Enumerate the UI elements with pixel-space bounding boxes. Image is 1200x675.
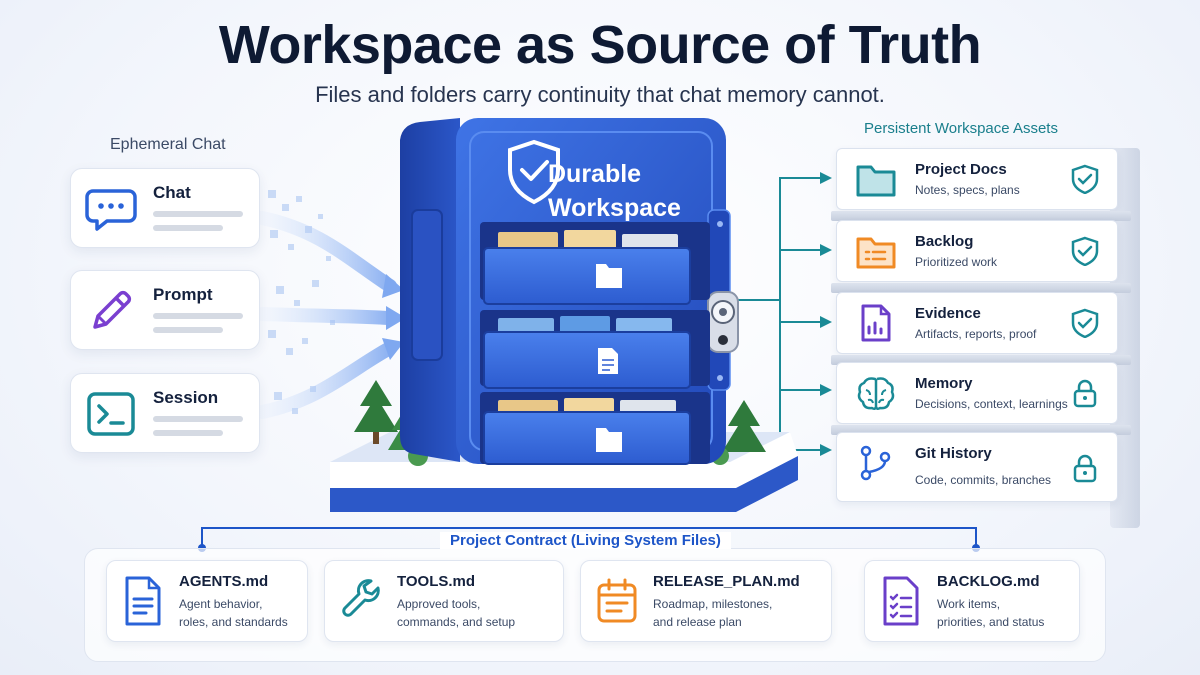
brain-icon	[857, 377, 895, 411]
asset-evidence: Evidence Artifacts, reports, proof	[831, 292, 1131, 365]
pencil-icon	[93, 290, 132, 329]
calendar-icon	[597, 578, 637, 623]
file-desc-line1: Approved tools,	[397, 597, 481, 611]
folder-icon	[856, 165, 896, 197]
asset-name: Project Docs	[915, 161, 1007, 178]
persistent-assets-heading: Persistent Workspace Assets	[864, 120, 1058, 137]
chat-label: Chat	[153, 183, 191, 202]
asset-name: Git History	[915, 445, 992, 462]
session-card: Session	[70, 373, 260, 453]
drawer-middle	[480, 310, 710, 389]
file-card-release-plan: RELEASE_PLAN.md Roadmap, milestones, and…	[580, 560, 832, 642]
lock-icon	[1073, 379, 1097, 408]
asset-name: Backlog	[915, 233, 974, 250]
lock-icon	[1073, 454, 1097, 483]
project-contract-heading: Project Contract (Living System Files)	[440, 532, 731, 549]
file-desc-line2: roles, and standards	[179, 615, 288, 629]
asset-desc: Artifacts, reports, proof	[915, 327, 1037, 341]
file-desc-line2: and release plan	[653, 615, 742, 629]
durable-workspace-vault	[330, 118, 798, 512]
chart-document-icon	[861, 304, 891, 342]
drawer-bottom	[480, 392, 710, 465]
session-label: Session	[153, 388, 219, 407]
file-name: RELEASE_PLAN.md	[653, 573, 800, 590]
file-name: BACKLOG.md	[937, 573, 1040, 590]
asset-desc: Prioritized work	[915, 255, 998, 269]
prompt-card: Prompt	[70, 270, 260, 350]
prompt-label: Prompt	[153, 285, 213, 304]
file-card-agents: AGENTS.md Agent behavior, roles, and sta…	[106, 560, 308, 642]
asset-desc: Notes, specs, plans	[915, 183, 1020, 197]
asset-memory: Memory Decisions, context, learnings	[831, 362, 1131, 435]
list-folder-icon	[856, 237, 896, 269]
asset-desc: Decisions, context, learnings	[915, 397, 1068, 411]
chat-card: Chat	[70, 168, 260, 248]
page-subtitle: Files and folders carry continuity that …	[315, 82, 885, 107]
asset-project-docs: Project Docs Notes, specs, plans	[831, 148, 1131, 221]
document-icon	[125, 576, 161, 626]
shield-check-icon	[1071, 236, 1099, 266]
file-name: TOOLS.md	[397, 573, 476, 590]
drawer-top	[480, 222, 710, 305]
asset-name: Evidence	[915, 305, 981, 322]
file-name: AGENTS.md	[179, 573, 269, 590]
file-desc-line2: commands, and setup	[397, 615, 516, 629]
vault-dial	[707, 291, 739, 353]
shield-check-icon	[1071, 308, 1099, 338]
file-desc-line1: Work items,	[937, 597, 1001, 611]
file-desc-line2: priorities, and status	[937, 615, 1045, 629]
asset-backlog: Backlog Prioritized work	[831, 220, 1131, 293]
shield-check-icon	[508, 139, 560, 205]
terminal-icon	[87, 392, 135, 436]
chat-bubble-icon	[85, 189, 137, 231]
ephemeral-chat-heading: Ephemeral Chat	[110, 136, 226, 153]
file-card-tools: TOOLS.md Approved tools, commands, and s…	[324, 560, 564, 642]
file-desc-line1: Agent behavior,	[179, 597, 263, 611]
asset-git-history: Git History Code, commits, branches	[836, 432, 1118, 502]
vault-title-line1: Durable	[548, 160, 642, 188]
wrench-icon	[342, 579, 380, 617]
page-title: Workspace as Source of Truth	[218, 15, 982, 75]
asset-desc: Code, commits, branches	[915, 473, 1052, 487]
file-card-backlog: BACKLOG.md Work items, priorities, and s…	[864, 560, 1080, 642]
contract-connector	[201, 527, 977, 548]
shield-check-icon	[1071, 164, 1099, 194]
checklist-icon	[883, 576, 919, 626]
git-branch-icon	[860, 445, 891, 481]
asset-name: Memory	[915, 375, 973, 392]
vault-title-line2: Workspace	[548, 194, 681, 222]
file-desc-line1: Roadmap, milestones,	[653, 597, 773, 611]
